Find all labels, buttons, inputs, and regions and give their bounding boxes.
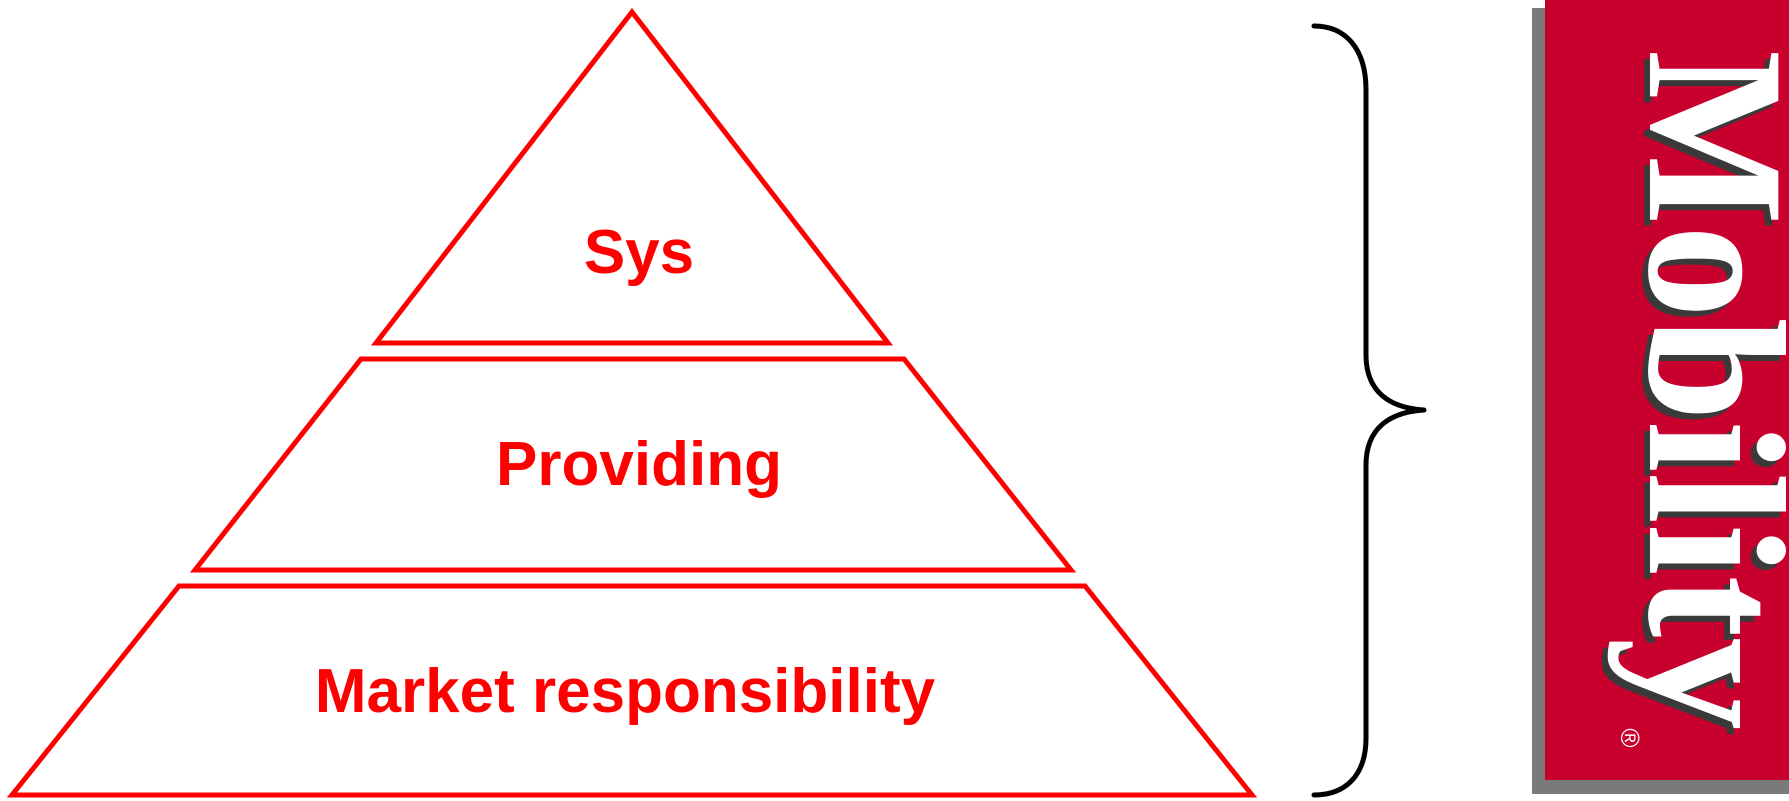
pyramid: Sys Providing Market responsibility <box>6 7 1258 798</box>
pyramid-tier-bottom <box>6 583 1258 798</box>
tier-label-middle: Providing <box>496 430 782 499</box>
logo-background <box>1545 0 1789 780</box>
pyramid-tier-middle <box>189 356 1077 573</box>
logo-text-shadow: Mobility <box>1601 56 1789 736</box>
pyramid-tier-top <box>370 7 894 346</box>
tier-label-top: Sys <box>584 218 694 287</box>
right-curly-brace-icon <box>1311 23 1427 798</box>
tier-label-bottom: Market responsibility <box>315 657 936 726</box>
mobility-logo: Mobility Mobility ® <box>1532 0 1789 794</box>
registered-mark: ® <box>1615 728 1645 747</box>
logo-text: Mobility <box>1607 50 1789 730</box>
